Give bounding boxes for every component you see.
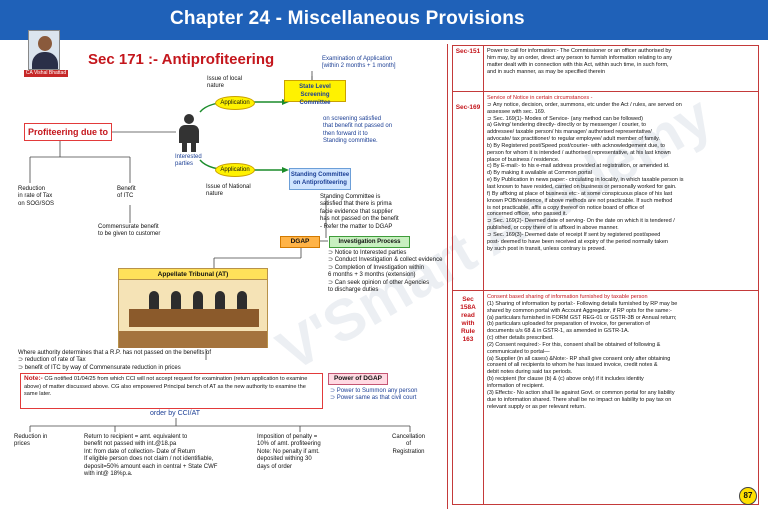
note-box: Note:- CG notified 01/04/25 from which C… — [20, 373, 323, 409]
row-divider-151 — [453, 91, 758, 92]
dgap-box: DGAP — [280, 236, 320, 248]
investigation-points: ⊃ Notice to Interested parties⊃ Conduct … — [328, 250, 443, 294]
right-panel — [452, 45, 759, 505]
power-of-dgap-box: Power of DGAP — [328, 373, 388, 385]
interested-parties-figure — [176, 114, 202, 152]
page-number: 87 — [739, 487, 757, 505]
sec-169-label: Sec-169 — [455, 104, 481, 111]
section-171-title: Sec 171 :- Antiprofiteering — [88, 51, 275, 68]
author-photo — [28, 30, 60, 70]
application-oval-top: Application — [215, 96, 255, 110]
sec-169-text: Service of Notice in certain circumstanc… — [487, 95, 684, 252]
sec-151-label: Sec-151 — [455, 48, 481, 55]
investigation-process-box: Investigation Process — [329, 236, 410, 248]
application-oval-bottom: Application — [215, 163, 255, 177]
power-of-dgap-points: ⊃ Power to Summon any person⊃ Power same… — [330, 388, 418, 402]
row-divider-169 — [453, 290, 758, 291]
column-divider — [447, 44, 448, 509]
order-return-text: Return to recipient = amt. equivalent to… — [84, 434, 218, 478]
author-caption: CA Vishal Bhattad — [24, 70, 68, 77]
header-bar: Chapter 24 - Miscellaneous Provisions — [0, 0, 768, 40]
order-penalty-text: Imposition of penalty =10% of amt. profi… — [257, 434, 321, 470]
exam-application-text: Examination of Application[within 2 mont… — [322, 56, 396, 70]
profiteering-due-to-box: Profiteering due to — [24, 123, 112, 141]
label-column-rule — [483, 46, 484, 504]
sec-151-text: Power to call for information:- The Comm… — [487, 48, 673, 75]
authority-determination-text: Where authority determines that a R.P. h… — [18, 350, 212, 371]
appellate-tribunal-label: Appellate Tribunal (AT) — [119, 269, 267, 280]
appellate-tribunal-illustration: Appellate Tribunal (AT) — [118, 268, 268, 348]
order-by-label: order by CCI/AT — [150, 410, 201, 417]
page-title: Chapter 24 - Miscellaneous Provisions — [170, 8, 525, 29]
sec-158a-text: Consent based sharing of information fur… — [487, 294, 678, 410]
